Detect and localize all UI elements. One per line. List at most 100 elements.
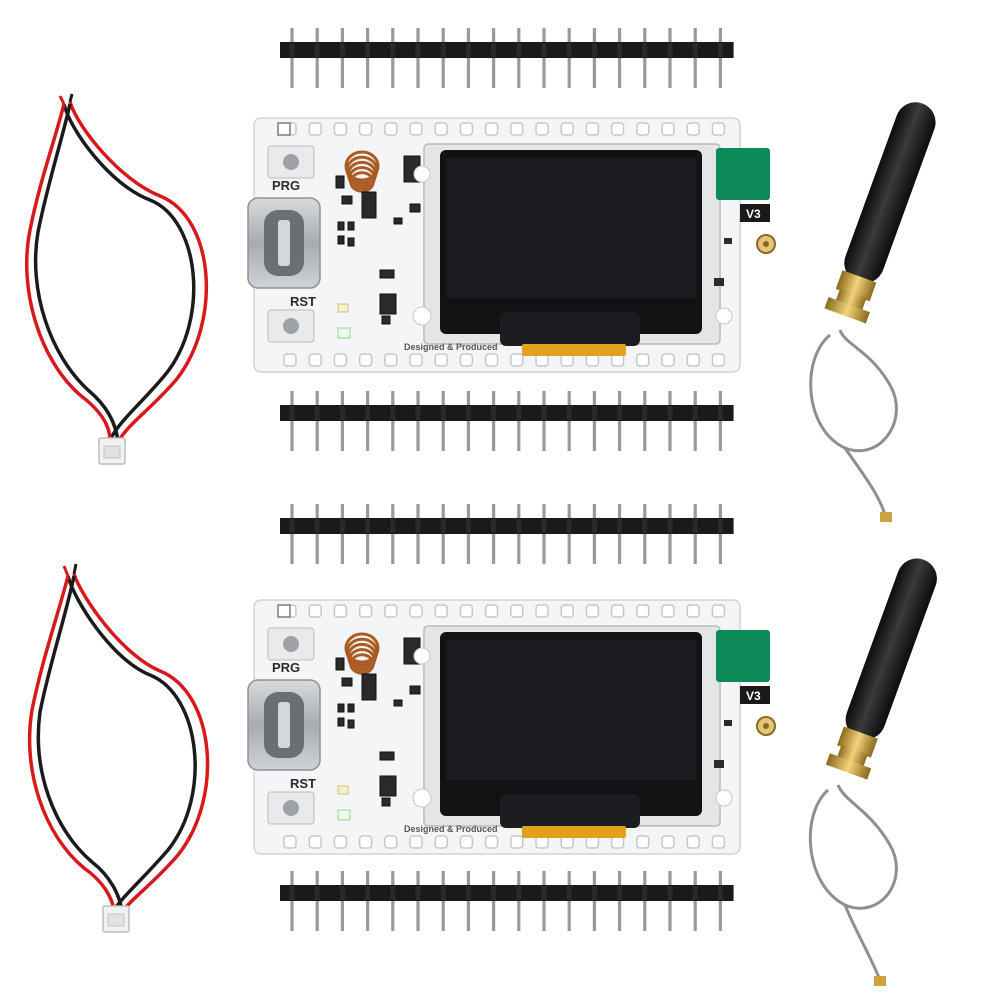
- version-tag: [740, 686, 770, 704]
- header-segment: [717, 406, 723, 420]
- header-segment: [314, 519, 320, 533]
- header-segment: [289, 886, 295, 900]
- header-segment: [415, 886, 421, 900]
- header-segment: [667, 519, 673, 533]
- header-segment: [390, 519, 396, 533]
- header-segment: [440, 406, 446, 420]
- smd-component: [714, 278, 724, 286]
- edge-hole: [358, 835, 373, 849]
- edge-hole: [636, 835, 650, 849]
- edge-hole: [484, 835, 499, 849]
- smd-component: [393, 217, 403, 225]
- smd-component: [347, 237, 355, 247]
- edge-hole: [610, 604, 625, 618]
- header-segment: [440, 886, 446, 900]
- header-segment: [314, 43, 320, 57]
- edge-hole: [711, 122, 726, 136]
- ufl-center: [763, 241, 769, 247]
- light-pipe: [715, 789, 733, 807]
- edge-hole: [333, 353, 348, 367]
- edge-hole: [308, 122, 322, 136]
- smd-component: [347, 703, 355, 713]
- light-pipe: [412, 788, 432, 808]
- header-segment: [642, 886, 648, 900]
- edge-hole: [661, 835, 675, 849]
- header-segment: [415, 43, 421, 57]
- header-segment: [642, 406, 648, 420]
- edge-hole: [409, 835, 423, 849]
- edge-hole: [636, 604, 650, 618]
- edge-hole: [358, 353, 373, 367]
- silkscreen-text: Designed & Produced: [404, 824, 498, 834]
- smd-component: [379, 775, 397, 797]
- header-segment: [617, 406, 623, 420]
- edge-hole: [333, 604, 348, 618]
- led-amber: [337, 785, 349, 795]
- smd-component: [335, 657, 345, 671]
- coil-turn: [345, 637, 379, 667]
- pin-header-top-1: [280, 28, 734, 88]
- smd-component: [341, 677, 353, 687]
- smd-component: [379, 293, 397, 315]
- edge-hole: [711, 604, 726, 618]
- smd-component: [335, 175, 345, 189]
- rst-button-cap: [283, 318, 299, 334]
- header-bar: [280, 518, 734, 534]
- prg-label: PRG: [272, 660, 300, 675]
- edge-hole: [535, 604, 549, 618]
- edge-hole: [510, 122, 524, 136]
- edge-hole: [510, 604, 524, 618]
- ufl-center: [763, 723, 769, 729]
- smd-component: [347, 221, 355, 231]
- edge-hole: [308, 835, 322, 849]
- header-segment: [667, 43, 673, 57]
- header-segment: [541, 886, 547, 900]
- lora-module-edge: [716, 630, 770, 682]
- header-segment: [667, 406, 673, 420]
- edge-hole: [384, 122, 398, 136]
- usb-c-tongue: [278, 702, 290, 748]
- coil-turn: [348, 166, 376, 190]
- edge-hole: [308, 604, 322, 618]
- header-segment: [314, 886, 320, 900]
- edge-hole: [711, 353, 726, 367]
- light-pipe: [412, 306, 432, 326]
- header-segment: [365, 406, 371, 420]
- header-segment: [692, 406, 698, 420]
- header-segment: [491, 406, 497, 420]
- flex-cable: [500, 794, 640, 828]
- coil-turn: [344, 632, 380, 664]
- header-segment: [642, 43, 648, 57]
- edge-hole: [333, 835, 348, 849]
- header-segment: [491, 43, 497, 57]
- flex-ribbon: [522, 344, 626, 356]
- header-segment: [465, 43, 471, 57]
- edge-hole: [686, 122, 700, 136]
- header-segment: [591, 43, 597, 57]
- header-segment: [717, 886, 723, 900]
- coil-turn: [348, 648, 376, 672]
- version-label: V3: [746, 207, 761, 221]
- pin-header-top-2: [280, 391, 734, 451]
- smd-component: [381, 797, 391, 807]
- header-segment: [365, 519, 371, 533]
- header-segment: [617, 43, 623, 57]
- header-segment: [491, 886, 497, 900]
- oled-active-area: [446, 158, 696, 298]
- battery-cable-top: [25, 93, 209, 465]
- edge-hole: [661, 353, 675, 367]
- header-segment: [289, 406, 295, 420]
- header-segment: [415, 519, 421, 533]
- header-segment: [692, 43, 698, 57]
- header-segment: [390, 406, 396, 420]
- smd-component: [724, 720, 732, 726]
- coil-turn: [344, 150, 380, 182]
- header-segment: [591, 519, 597, 533]
- edge-hole: [661, 604, 675, 618]
- edge-hole: [459, 604, 474, 618]
- led: [337, 327, 351, 339]
- edge-hole: [560, 122, 574, 136]
